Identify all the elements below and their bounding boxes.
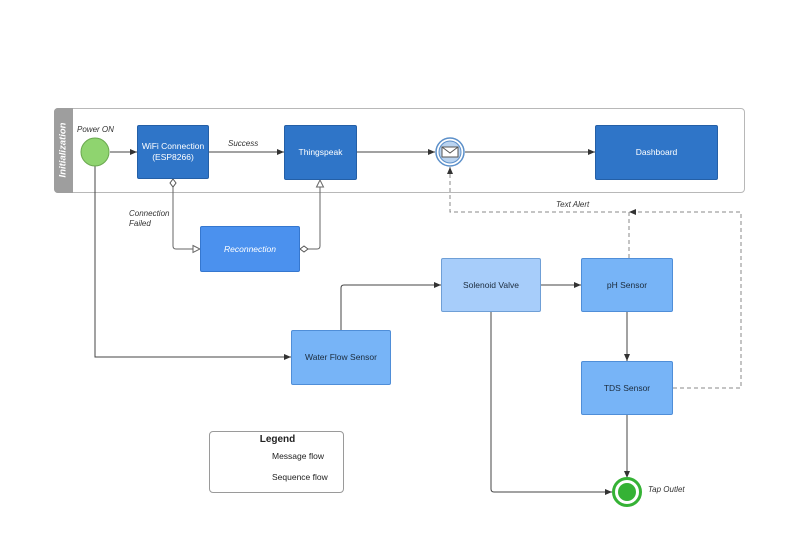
pool-header	[54, 108, 73, 193]
water-flow-sensor-label: Water Flow Sensor	[305, 352, 377, 362]
text-alert-label: Text Alert	[556, 200, 590, 209]
start-event	[80, 137, 110, 167]
end-event-label: Tap Outlet	[648, 485, 685, 494]
ph-sensor-task[interactable]: pH Sensor	[581, 258, 673, 312]
legend-message-flow-label: Message flow	[272, 451, 324, 461]
wifi-connection-label: WiFi Connection (ESP8266)	[141, 141, 205, 162]
legend-sequence-flow-label: Sequence flow	[272, 472, 328, 482]
dashboard-task[interactable]: Dashboard	[595, 125, 718, 180]
flow-wifi-to-reconnection	[173, 179, 200, 249]
flow-ph-text-alert	[447, 167, 630, 258]
solenoid-valve-task[interactable]: Solenoid Valve	[441, 258, 541, 312]
reconnection-label: Reconnection	[224, 243, 276, 254]
tds-sensor-label: TDS Sensor	[603, 382, 651, 393]
legend-box: Legend Message flow Sequence flow	[209, 431, 344, 493]
end-event-fill	[618, 483, 636, 501]
flow-start-to-waterflow	[94, 166, 291, 360]
flow-reconnection-to-thingspeak	[300, 180, 320, 249]
solenoid-valve-label: Solenoid Valve	[462, 279, 520, 290]
envelope-icon	[441, 146, 459, 158]
legend-title: Legend	[259, 434, 296, 445]
flow-tds-text-alert	[629, 209, 742, 389]
start-event-label: Power ON	[77, 125, 114, 134]
thingspeak-task[interactable]: Thingspeak	[284, 125, 357, 180]
wifi-connection-task[interactable]: WiFi Connection (ESP8266)	[137, 125, 209, 179]
water-flow-sensor-task[interactable]: Water Flow Sensor	[291, 330, 391, 385]
dashboard-label: Dashboard	[635, 147, 678, 157]
tds-sensor-task[interactable]: TDS Sensor	[581, 361, 673, 415]
success-label: Success	[228, 139, 259, 148]
ph-sensor-label: pH Sensor	[606, 279, 648, 290]
flow-solenoid-to-end	[490, 312, 612, 495]
thingspeak-label: Thingspeak	[298, 147, 343, 157]
flow-waterflow-to-solenoid	[340, 282, 441, 330]
reconnection-task[interactable]: Reconnection	[200, 226, 300, 272]
connection-failed-label: Connection Failed	[129, 209, 170, 228]
